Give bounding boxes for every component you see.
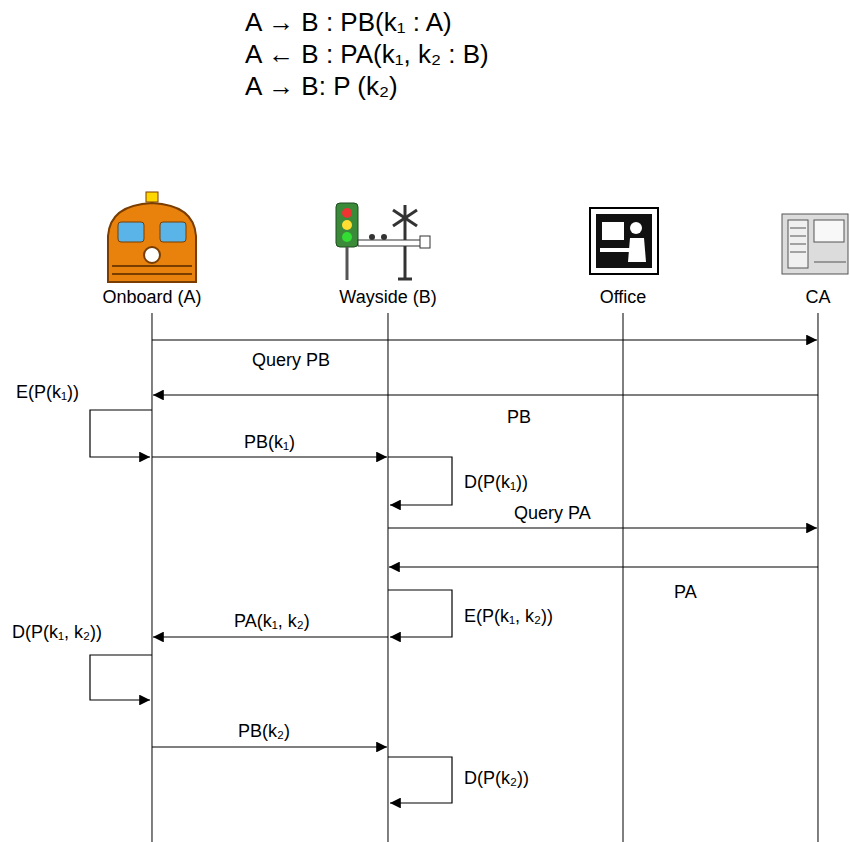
operation-label: E(P(k₁))	[14, 382, 81, 403]
message-arrow	[152, 746, 387, 747]
lifeline-head: Office	[597, 286, 650, 309]
signal-icon	[336, 203, 430, 280]
message-arrow	[388, 527, 817, 528]
participant-name: Wayside (B)	[339, 287, 436, 307]
protocol-formula: A → B: P (k₂)	[245, 72, 398, 102]
message-arrow	[152, 339, 817, 340]
message-label: PB(k₂)	[236, 721, 292, 742]
message-arrow	[152, 456, 387, 457]
message-label: Query PB	[250, 350, 332, 371]
message-label: PA(k₁, k₂)	[232, 611, 312, 632]
operation-label: D(P(k₂))	[462, 768, 531, 789]
office-icon	[590, 208, 658, 274]
operation-label: E(P(k₁, k₂))	[462, 606, 555, 627]
lifeline	[151, 313, 152, 842]
self-loop	[90, 410, 452, 803]
lifeline	[623, 313, 624, 842]
lifeline-head: CA	[802, 286, 833, 309]
participant-name: Onboard (A)	[102, 287, 201, 307]
lifeline-head: Wayside (B)	[336, 286, 439, 309]
train-icon	[108, 192, 196, 282]
message-label: PA	[672, 582, 699, 603]
lifeline	[817, 313, 818, 842]
lifeline-head: Onboard (A)	[99, 286, 204, 309]
participant-name: CA	[805, 287, 830, 307]
message-arrow	[153, 394, 818, 395]
protocol-formula: A → B : PB(k₁ : A)	[245, 8, 452, 38]
participant-name: Office	[600, 287, 647, 307]
server-icon	[782, 214, 848, 274]
protocol-formula: A ← B : PA(k₁, k₂ : B)	[245, 40, 489, 70]
message-label: Query PA	[512, 503, 593, 524]
message-label: PB(k₁)	[242, 432, 297, 453]
message-arrow	[153, 636, 388, 637]
operation-label: D(P(k₁, k₂))	[10, 622, 104, 643]
operation-label: D(P(k₁))	[462, 472, 530, 493]
message-arrow	[389, 566, 818, 567]
message-label: PB	[505, 407, 533, 428]
lifeline	[387, 313, 388, 842]
